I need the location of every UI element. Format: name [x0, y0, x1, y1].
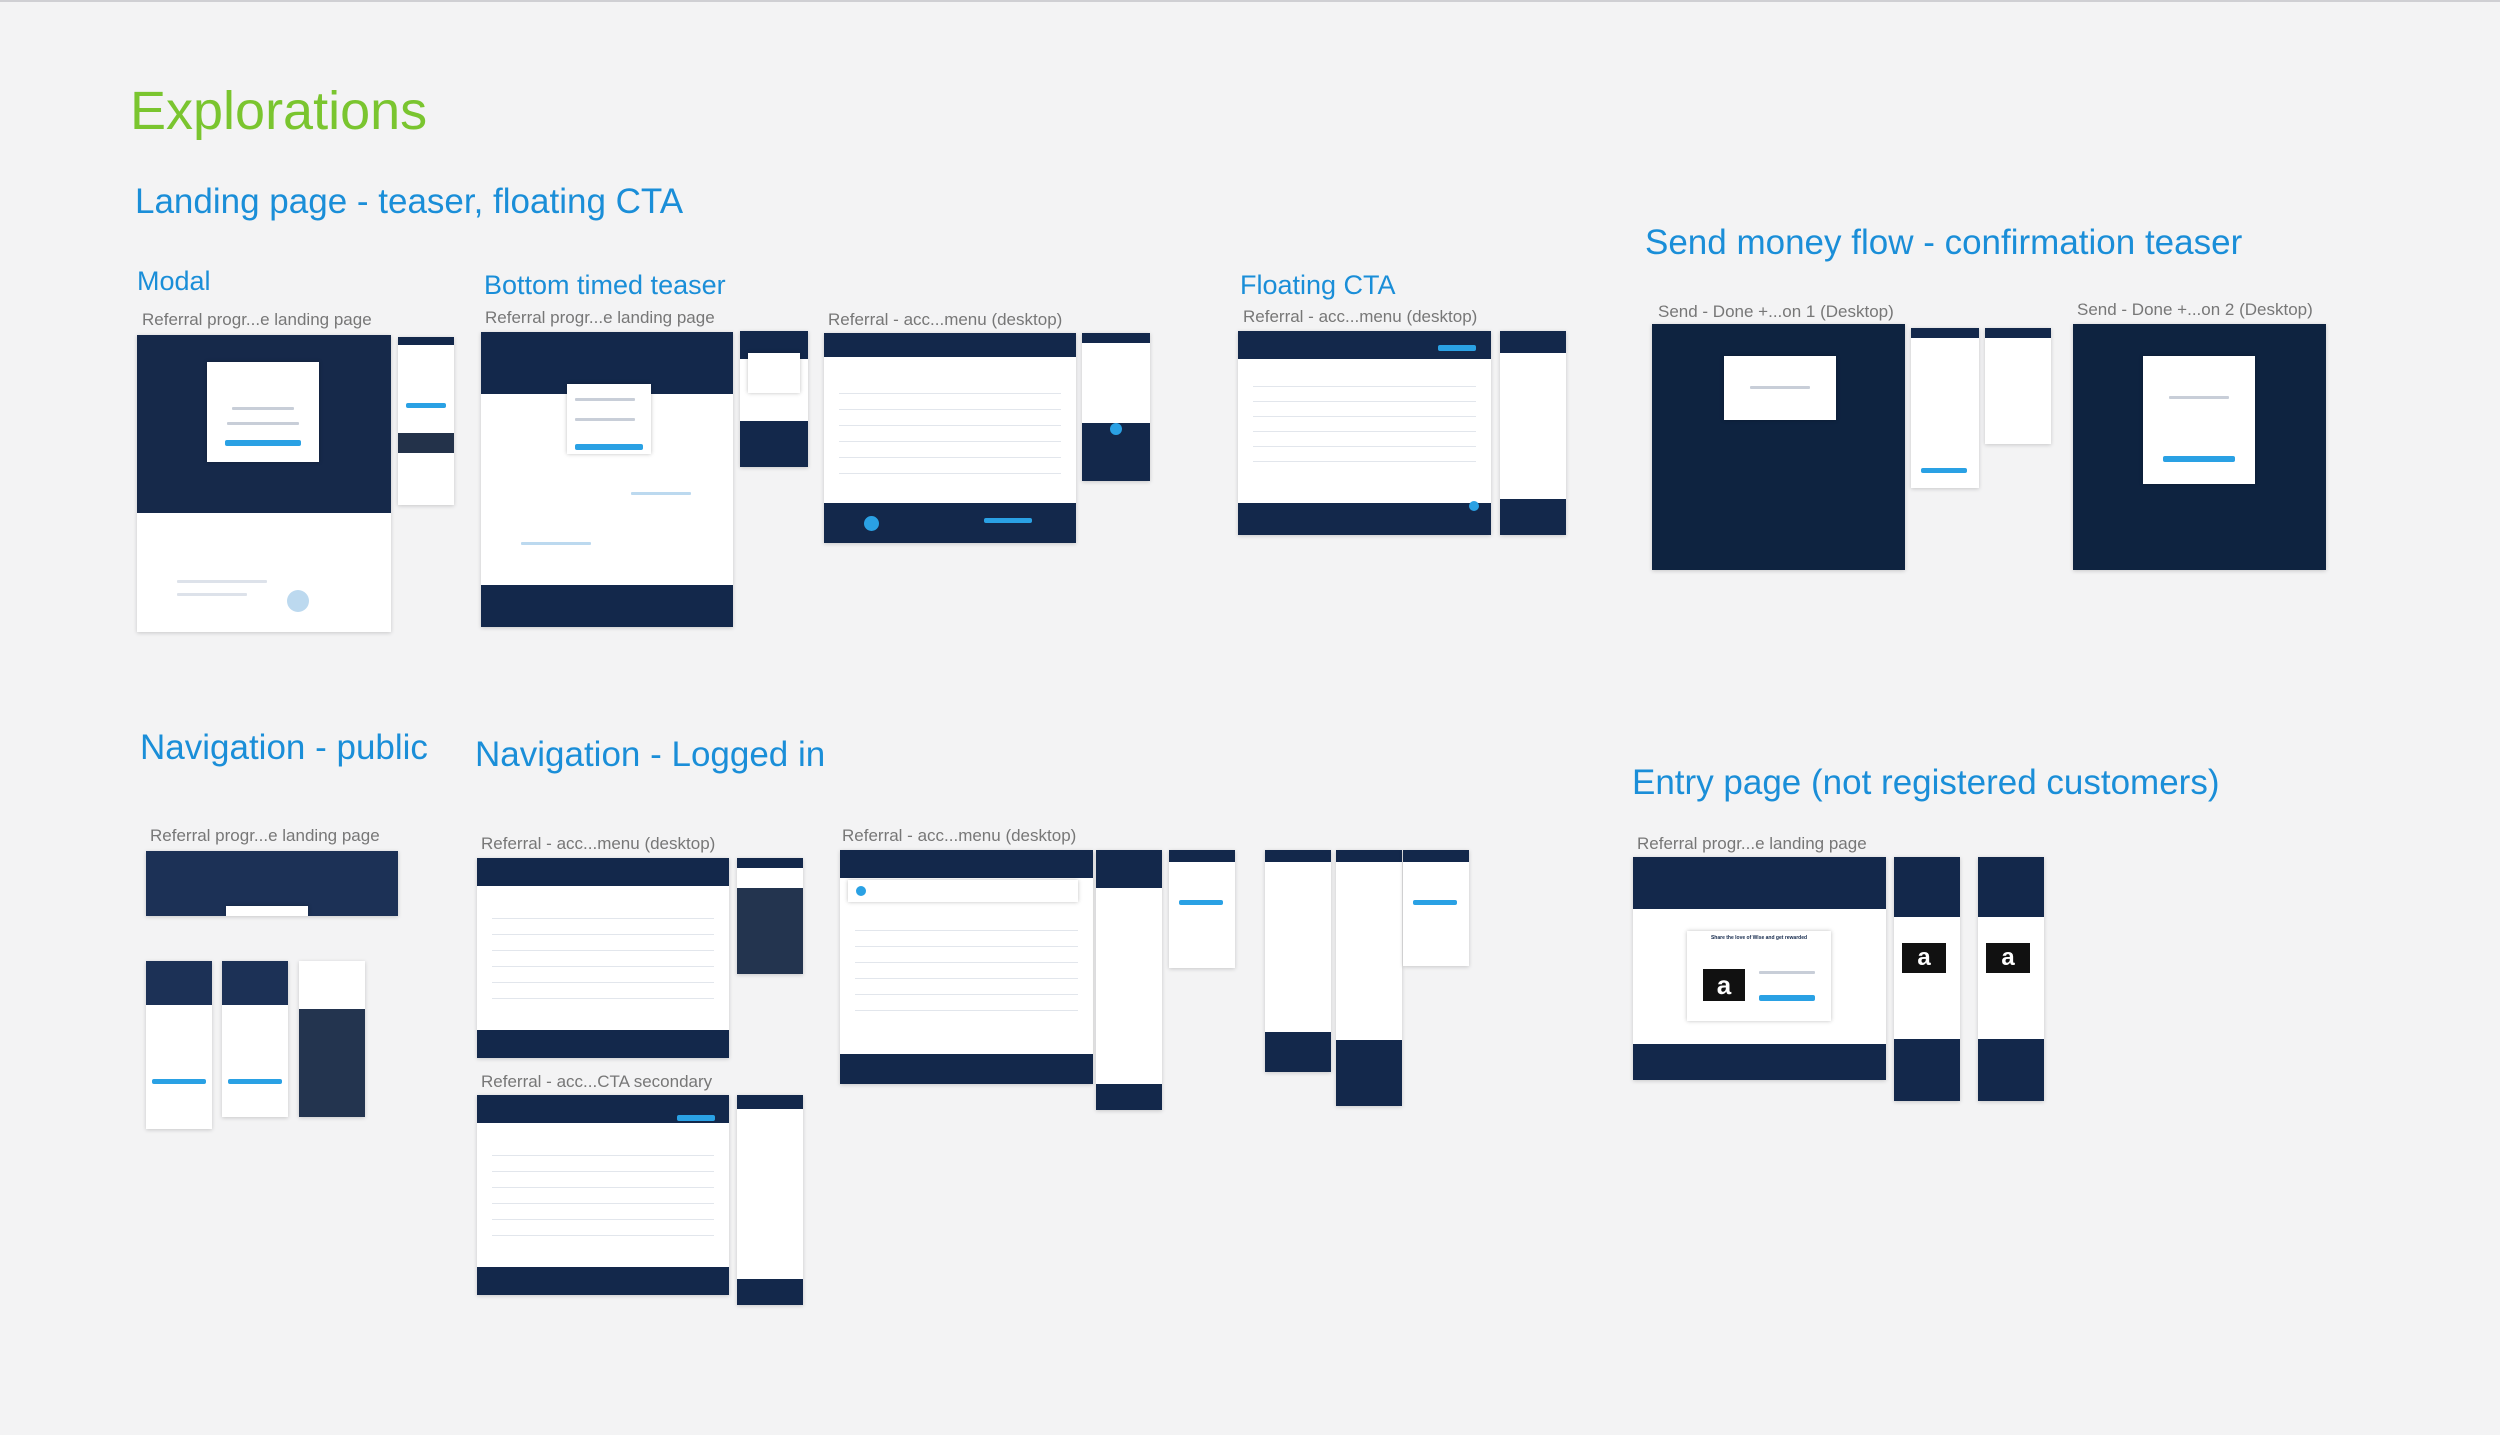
- top-divider: [0, 0, 2500, 2]
- artboard-nav-logged-menu-1[interactable]: [477, 858, 729, 1058]
- artboard-entry-mobile-1[interactable]: a: [1894, 857, 1960, 1101]
- subsection-modal: Modal: [137, 266, 211, 296]
- artboard-label: Referral - acc...menu (desktop): [828, 310, 1063, 329]
- gift-card-logo: a: [1703, 969, 1745, 1001]
- artboard-nav-public-mobile-2[interactable]: [222, 961, 288, 1117]
- artboard-send-mobile-1[interactable]: [1911, 328, 1979, 488]
- artboard-nav-public-desktop[interactable]: [146, 851, 398, 916]
- gift-card-logo: a: [1902, 943, 1946, 973]
- artboard-send-mobile-2[interactable]: [1985, 328, 2051, 444]
- artboard-nav-logged-cta-mobile[interactable]: [737, 1095, 803, 1305]
- artboard-modal-mobile[interactable]: [398, 337, 454, 505]
- artboard-modal-landing[interactable]: [137, 335, 391, 632]
- artboard-floating-mobile[interactable]: [1500, 331, 1566, 535]
- artboard-label: Send - Done +...on 1 (Desktop): [1658, 302, 1894, 321]
- subsection-bottom-teaser: Bottom timed teaser: [484, 270, 726, 300]
- artboard-nav-logged-mobile-1[interactable]: [737, 858, 803, 974]
- section-title-entry: Entry page (not registered customers): [1632, 763, 2220, 802]
- section-title-send-money: Send money flow - confirmation teaser: [1645, 223, 2243, 262]
- artboard-acc-menu-mobile[interactable]: [1082, 333, 1150, 481]
- artboard-label: Referral - acc...menu (desktop): [481, 834, 716, 853]
- gift-card-logo: a: [1986, 943, 2030, 973]
- artboard-floating-cta[interactable]: [1238, 331, 1491, 535]
- artboard-nav-logged-menu-2-mobile[interactable]: [1096, 850, 1162, 1110]
- artboard-label: Referral progr...e landing page: [150, 826, 380, 845]
- artboard-send-done-2[interactable]: [2073, 324, 2326, 570]
- entry-promo-heading: Share the love of Wise and get rewarded: [1710, 935, 1808, 941]
- artboard-bottom-teaser[interactable]: [481, 332, 733, 627]
- entry-promo-card: Share the love of Wise and get rewarded …: [1687, 931, 1831, 1021]
- section-title-landing: Landing page - teaser, floating CTA: [135, 182, 684, 221]
- artboard-label: Referral - acc...menu (desktop): [842, 826, 1077, 845]
- artboard-nav-logged-menu-2[interactable]: [840, 850, 1093, 1084]
- section-title-nav-logged: Navigation - Logged in: [475, 735, 826, 774]
- artboard-nav-public-mobile-1[interactable]: [146, 961, 212, 1129]
- artboard-label: Send - Done +...on 2 (Desktop): [2077, 300, 2313, 319]
- artboard-label: Referral - acc...menu (desktop): [1243, 307, 1478, 326]
- artboard-label: Referral - acc...CTA secondary: [481, 1072, 713, 1091]
- artboard-send-done-1[interactable]: [1652, 324, 1905, 570]
- artboard-label: Referral progr...e landing page: [1637, 834, 1867, 853]
- artboard-entry-mobile-2[interactable]: a: [1978, 857, 2044, 1101]
- artboard-bottom-mobile[interactable]: [740, 331, 808, 467]
- subsection-floating-cta: Floating CTA: [1240, 270, 1396, 300]
- artboard-nav-public-mobile-3[interactable]: [299, 961, 365, 1117]
- artboard-nav-logged-cta-secondary[interactable]: [477, 1095, 729, 1295]
- artboard-acc-menu-1[interactable]: [824, 333, 1076, 543]
- artboard-label: Referral progr...e landing page: [485, 308, 715, 327]
- artboard-nav-logged-variant-3[interactable]: [1336, 850, 1402, 1106]
- artboard-label: Referral progr...e landing page: [142, 310, 372, 329]
- section-title-nav-public: Navigation - public: [140, 728, 428, 767]
- artboard-nav-logged-variant-2[interactable]: [1265, 850, 1331, 1072]
- artboard-nav-logged-variant-4[interactable]: [1403, 850, 1469, 966]
- artboard-entry-landing[interactable]: Share the love of Wise and get rewarded …: [1633, 857, 1886, 1080]
- page-title: Explorations: [130, 81, 428, 141]
- artboard-nav-logged-variant-1[interactable]: [1169, 850, 1235, 968]
